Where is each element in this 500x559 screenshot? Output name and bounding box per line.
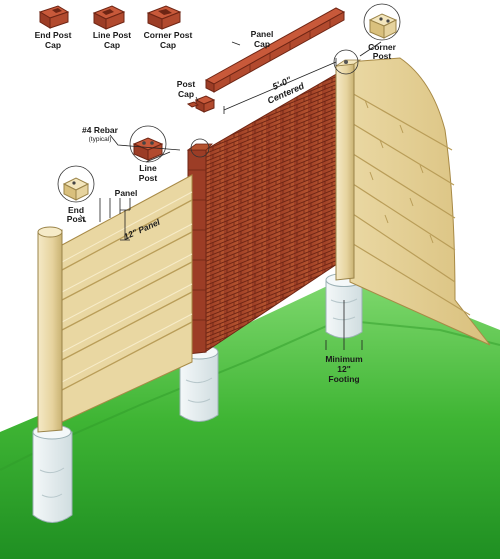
line-post-cap-label-2: Cap — [104, 40, 120, 50]
end-post-cap-icon — [38, 5, 70, 29]
end-post-label-1: End — [68, 205, 84, 215]
panel-cap-label-2: Cap — [254, 39, 270, 49]
footing-label-3: Footing — [328, 374, 359, 384]
corner-post-cap-label-1: Corner Post — [144, 30, 193, 40]
panel-label: Panel — [115, 188, 138, 198]
end-post-cap-label-2: Cap — [45, 40, 61, 50]
rebar-label-sub: (typical) — [89, 136, 112, 143]
sand-fence-panel — [347, 57, 491, 346]
end-post — [37, 226, 63, 433]
footing-end — [32, 424, 73, 523]
post-cap-piece-icon — [186, 95, 216, 113]
line-post-cap-icon — [92, 5, 126, 30]
corner-post-top-circle — [333, 49, 359, 75]
line-post-top-circle — [190, 138, 210, 158]
line-post-label-2: Post — [139, 173, 158, 183]
line-post-label-1: Line — [139, 163, 157, 173]
line-post-detail-icon — [129, 125, 167, 163]
corner-post-cap-label-2: Cap — [160, 40, 176, 50]
corner-post-label-2: Post — [373, 51, 392, 61]
footing-label-2: 12" — [337, 364, 351, 374]
footing-label-1: Minimum — [325, 354, 363, 364]
leader-lines — [79, 41, 382, 350]
end-post-cap-label-1: End Post — [35, 30, 72, 40]
end-post-detail-icon — [57, 165, 95, 203]
panel-cap-icon — [204, 7, 346, 93]
corner-post-label-1: Corner — [368, 42, 397, 52]
rebar-label: #4 Rebar — [82, 125, 119, 135]
post-cap-label-2: Cap — [178, 89, 194, 99]
post-cap-label-1: Post — [177, 79, 196, 89]
corner-post — [335, 59, 362, 281]
panel-cap-label-1: Panel — [251, 29, 274, 39]
end-post-label-2: Post — [67, 214, 86, 224]
line-post-cap-label-1: Line Post — [93, 30, 131, 40]
corner-post-detail-icon — [363, 3, 401, 41]
corner-post-cap-icon — [146, 5, 182, 30]
